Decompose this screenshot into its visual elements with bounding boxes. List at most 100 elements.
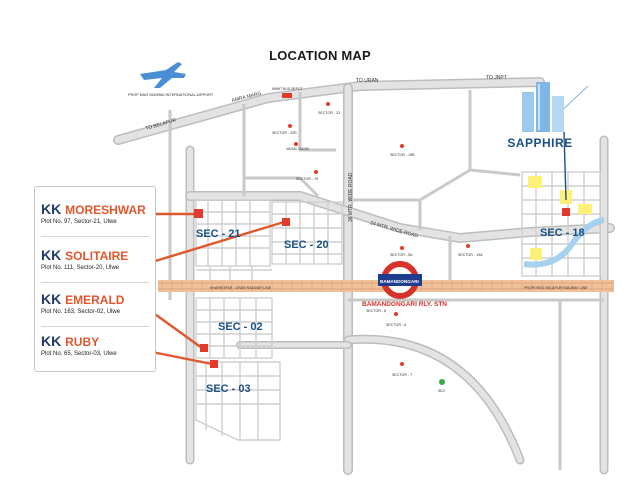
minor-road-2: [244, 176, 320, 198]
site-moreshwar: [194, 209, 203, 218]
legend-project-name: KK RUBY: [41, 333, 153, 350]
label-to-jnpt: TO JNPT: [486, 75, 507, 81]
grid-sec20-lines: [272, 202, 342, 264]
legend-project-name: KK SOLITAIRE: [41, 247, 153, 264]
label-bus-depot: NMMT BUS DEPOT: [272, 87, 303, 91]
label-sector-6: SECTOR - 6: [386, 323, 406, 327]
marker-sector-19a: [466, 244, 470, 248]
minor-road-3: [298, 92, 336, 152]
grid-sec02-frame: [195, 297, 273, 359]
legend-item-emerald[interactable]: KK EMERALD Plot No. 163, Sector-02, Ulwe: [41, 291, 153, 316]
site-solitaire: [282, 218, 290, 226]
marker-sector-22r: [288, 124, 292, 128]
marker-sector-6: [394, 312, 398, 316]
label-sec18: SEC - 18: [540, 227, 585, 239]
legend-plot: Plot No. 97, Sector-21, Ulwe: [41, 219, 117, 225]
minor-road-6: [469, 168, 521, 177]
leader-ruby: [151, 350, 213, 366]
tower-1: [522, 92, 534, 132]
legend-item-ruby[interactable]: KK RUBY Plot No. 65, Sector-03, Ulwe: [41, 333, 153, 358]
tower-3: [552, 96, 564, 132]
label-sector-5a: SECTOR - 5A: [390, 253, 413, 257]
project-legend: KK MORESHWAR Plot No. 97, Sector-21, Ulw…: [34, 186, 156, 372]
legend-name: MORESHWAR: [65, 203, 146, 217]
grid-sec03-frame: [195, 361, 281, 441]
creek: [523, 217, 605, 268]
label-sector-19: SECTOR - 19: [296, 177, 318, 181]
legend-project-name: KK MORESHWAR: [41, 201, 153, 218]
grid-sec20-frame: [271, 201, 343, 265]
marker-sector-5a: [400, 246, 404, 250]
legend-name: RUBY: [65, 335, 100, 349]
minor-road-4: [348, 90, 472, 202]
legend-prefix: KK: [41, 247, 62, 263]
map-title: LOCATION MAP: [269, 48, 371, 63]
tower-highlight: [538, 84, 540, 130]
sapphire-pointer: [563, 131, 567, 201]
yellow-plot-1: [528, 176, 542, 188]
label-sector-19b: SECTOR - 19B: [390, 153, 415, 157]
legend-plot: Plot No. 65, Sector-03, Ulwe: [41, 351, 117, 357]
grid-sec21-lines: [196, 200, 270, 266]
legend-divider: [41, 282, 149, 283]
road-24m-fill: [186, 192, 614, 242]
marker-sector-7: [400, 362, 404, 366]
label-sez: SEZ: [438, 389, 446, 393]
station-label: BAMANDONGARI RLY. STN: [362, 301, 447, 308]
legend-divider: [41, 326, 149, 327]
grid-sec02-lines: [196, 298, 272, 358]
legend-name: SOLITAIRE: [65, 249, 129, 263]
leader-lines: [151, 212, 285, 366]
marker-sector-23: [326, 102, 330, 106]
marker-sector-19: [314, 170, 318, 174]
label-sector-8: SECTOR - 8: [366, 309, 386, 313]
yellow-plot-3: [578, 204, 592, 214]
legend-plot: Plot No. 111, Sector-20, Ulwe: [41, 265, 120, 271]
label-to-uran: TO URAN: [356, 78, 379, 84]
legend-plot: Plot No. 163, Sector-02, Ulwe: [41, 309, 121, 315]
road-bottom-curve-fill: [345, 336, 523, 463]
legend-item-solitaire[interactable]: KK SOLITAIRE Plot No. 111, Sector-20, Ul…: [41, 247, 153, 272]
label-sec02: SEC - 02: [218, 321, 263, 333]
legend-prefix: KK: [41, 201, 62, 217]
label-sec21: SEC - 21: [196, 228, 241, 240]
legend-project-name: KK EMERALD: [41, 291, 153, 308]
leader-solitaire: [151, 220, 285, 264]
grid-sec18-frame: [521, 171, 601, 277]
grid-sec21-frame: [195, 199, 271, 267]
label-sector-19a: SECTOR - 19A: [458, 253, 483, 257]
grid-between-lines: [196, 266, 272, 286]
legend-prefix: KK: [41, 291, 62, 307]
station-badge-text: BAMANDONGARI: [380, 279, 419, 284]
label-railway-right: PROPOSED BELAPUR RAILWAY LINE: [524, 286, 588, 290]
sector-grid-west: [195, 199, 343, 441]
bus-depot-icon: [282, 93, 292, 98]
legend-name: EMERALD: [65, 293, 125, 307]
label-airport: PROP NAVI MUMBAI INTERNATIONAL AIRPORT: [128, 93, 214, 97]
site-emerald: [200, 344, 208, 352]
marker-vahal: [294, 142, 298, 146]
station-roundel: [378, 261, 422, 299]
label-sec20: SEC - 20: [284, 239, 329, 251]
legend-item-moreshwar[interactable]: KK MORESHWAR Plot No. 97, Sector-21, Ulw…: [41, 201, 153, 226]
yellow-plot-4: [530, 248, 542, 260]
site-sapphire: [562, 208, 570, 216]
road-amra-marg-fill: [114, 78, 544, 144]
label-road-36m: 36 MTR. WIDE ROAD: [348, 172, 354, 222]
grid-sec03-lines: [196, 362, 280, 440]
sector-markers: [288, 102, 470, 385]
label-sector-7: SECTOR - 7: [392, 373, 412, 377]
label-vahal-gaon: VAHAL GAON: [286, 147, 309, 151]
marker-sector-19b: [400, 144, 404, 148]
leader-emerald: [151, 311, 203, 349]
label-sec03: SEC - 03: [206, 383, 251, 395]
label-sector-23: SECTOR - 23: [318, 111, 340, 115]
sapphire-towers: [522, 82, 589, 201]
project-sites: [194, 208, 570, 368]
airplane-icon: [140, 62, 186, 88]
marker-sez: [439, 379, 445, 385]
legend-divider: [41, 236, 149, 237]
legend-prefix: KK: [41, 333, 62, 349]
